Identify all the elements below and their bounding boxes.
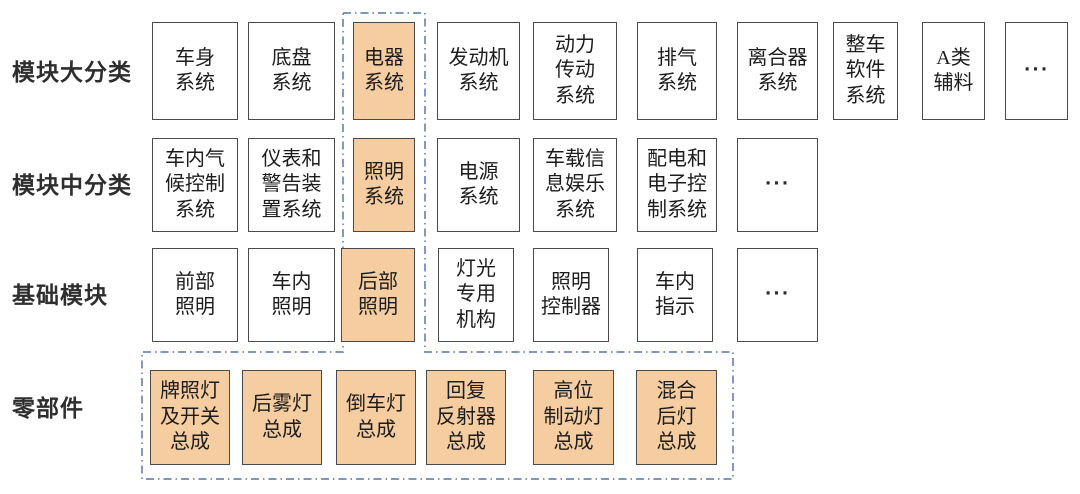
box-exhaust-system: 排气 系统 bbox=[637, 22, 717, 120]
box-high-mount-brake-lamp-assembly: 高位 制动灯 总成 bbox=[533, 370, 614, 465]
box-power-distribution-system: 配电和 电子控 制系统 bbox=[637, 138, 717, 232]
box-rear-lighting: 后部 照明 bbox=[341, 248, 415, 342]
box-interior-lighting: 车内 照明 bbox=[248, 248, 335, 342]
row-label-parts: 零部件 bbox=[12, 395, 84, 421]
box-lighting-system: 照明 系统 bbox=[353, 138, 415, 232]
box-reversing-lamp-assembly: 倒车灯 总成 bbox=[336, 370, 416, 465]
row-label-basic-module: 基础模块 bbox=[12, 282, 108, 308]
box-lighting-mechanism: 灯光 专用 机构 bbox=[438, 248, 514, 342]
box-interior-indicator: 车内 指示 bbox=[637, 248, 713, 342]
box-electrical-system: 电器 系统 bbox=[353, 22, 415, 120]
box-power-supply-system: 电源 系统 bbox=[437, 138, 520, 232]
box-lighting-controller: 照明 控制器 bbox=[533, 248, 609, 342]
box-clutch-system: 离合器 系统 bbox=[737, 22, 818, 120]
row-label-middle-category: 模块中分类 bbox=[12, 172, 132, 198]
box-chassis-system: 底盘 系统 bbox=[248, 22, 335, 120]
box-middle-ellipsis: ··· bbox=[737, 138, 818, 232]
row-label-major-category: 模块大分类 bbox=[12, 59, 132, 85]
box-engine-system: 发动机 系统 bbox=[437, 22, 520, 120]
box-class-a-materials: A类 辅料 bbox=[922, 22, 985, 120]
box-license-plate-lamp-switch-assembly: 牌照灯 及开关 总成 bbox=[150, 370, 230, 465]
box-combined-rear-lamp-assembly: 混合 后灯 总成 bbox=[636, 370, 717, 465]
box-retro-reflector-assembly: 回复 反射器 总成 bbox=[426, 370, 506, 465]
box-instrument-warning-system: 仪表和 警告装 置系统 bbox=[248, 138, 335, 232]
box-body-system: 车身 系统 bbox=[152, 22, 238, 120]
box-climate-control-system: 车内气 候控制 系统 bbox=[152, 138, 238, 232]
box-powertrain-system: 动力 传动 系统 bbox=[533, 22, 617, 120]
box-major-ellipsis: ··· bbox=[1005, 22, 1068, 120]
box-infotainment-system: 车载信 息娱乐 系统 bbox=[533, 138, 617, 232]
box-basic-ellipsis: ··· bbox=[737, 248, 818, 342]
box-front-lighting: 前部 照明 bbox=[152, 248, 238, 342]
box-vehicle-software-system: 整车 软件 系统 bbox=[833, 22, 898, 120]
box-rear-fog-lamp-assembly: 后雾灯 总成 bbox=[242, 370, 322, 465]
